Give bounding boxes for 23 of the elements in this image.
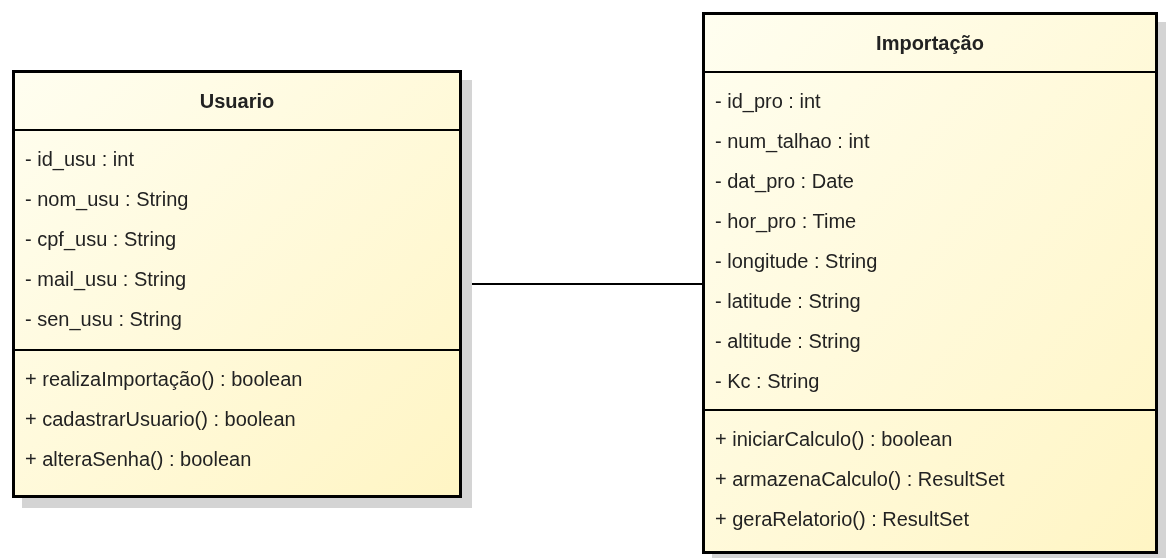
attribute-text: - id_pro : int [715,89,821,115]
attribute-text: - num_talhao : int [715,129,870,155]
method-text: + iniciarCalculo() : boolean [715,427,953,452]
attribute-text: - mail_usu : String [25,267,187,293]
method-text: + cadastrarUsuario() : boolean [25,407,296,432]
attribute-text: - dat_pro : Date [715,169,854,195]
class-name: Importação [876,31,984,56]
method-text: + alteraSenha() : boolean [25,447,252,472]
attribute-text: - latitude : String [715,289,861,314]
attribute-text: - altitude : String [715,329,861,354]
attribute-text: - cpf_usu : String [25,227,177,253]
method-text: + realizaImportação() : boolean [25,367,303,392]
attribute-text: - Kc : String [715,369,820,394]
attribute-text: - sen_usu : String [25,307,182,333]
attribute-text: - id_usu : int [25,147,134,173]
method-text: + geraRelatorio() : ResultSet [715,507,969,532]
class-box [702,12,1158,554]
attribute-text: - longitude : String [715,249,878,274]
class-name: Usuario [199,89,275,114]
class-box [12,70,462,498]
attribute-text: - nom_usu : String [25,187,189,213]
method-text: + armazenaCalculo() : ResultSet [715,467,1005,492]
attribute-text: - hor_pro : Time [715,209,857,235]
